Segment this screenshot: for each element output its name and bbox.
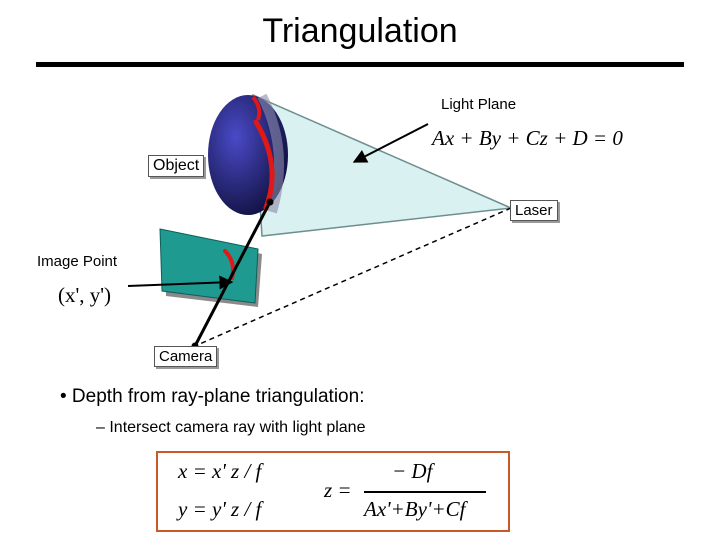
object-label: Object <box>148 155 205 177</box>
light-plane-arrow <box>352 123 429 163</box>
sub-bullet-intersect: – Intersect camera ray with light plane <box>96 419 366 436</box>
formula-z-lhs: z = <box>324 478 352 502</box>
formula-z-numerator: − Df <box>392 459 433 483</box>
image-point-arrow <box>127 275 234 290</box>
formula-z-denominator: Ax'+By'+Cf <box>364 497 466 521</box>
title-underline <box>36 62 684 67</box>
image-point-label: Image Point <box>37 253 118 270</box>
camera-label: Camera <box>154 346 218 367</box>
camera-ray <box>193 201 272 347</box>
formula-y: y = y' z / f <box>178 497 262 521</box>
image-coords: (x', y') <box>58 283 112 307</box>
object-shadow-edge <box>257 93 285 214</box>
laser-label: Laser <box>510 200 558 221</box>
plane-equation: Ax + By + Cz + D = 0 <box>432 126 623 150</box>
light-plane <box>252 93 514 237</box>
slide-title: Triangulation <box>262 12 458 50</box>
laser-stripe-top <box>251 95 262 121</box>
object-sphere <box>208 95 288 215</box>
formula-box: x = x' z / f y = y' z / f z = − Df Ax'+B… <box>156 451 510 532</box>
image-plane <box>159 228 259 304</box>
fraction-bar <box>364 491 486 493</box>
bullet-depth: • Depth from ray-plane triangulation: <box>60 386 365 407</box>
object-point <box>266 198 274 206</box>
laser-ray <box>194 207 512 347</box>
formula-x: x = x' z / f <box>178 459 262 483</box>
light-plane-label: Light Plane <box>441 96 517 113</box>
